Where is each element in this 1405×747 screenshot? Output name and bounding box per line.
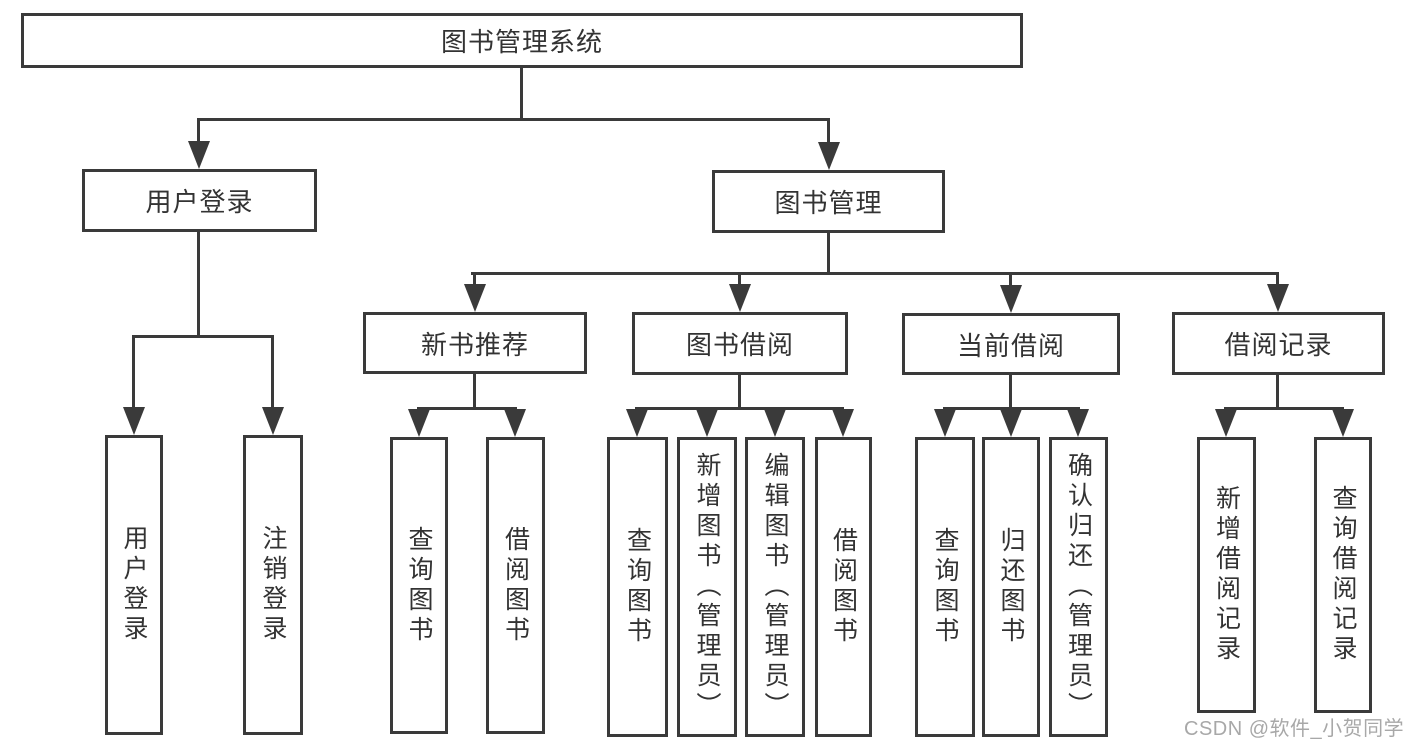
connector-line (738, 272, 741, 284)
arrow-down-icon (464, 284, 486, 312)
arrow-down-icon (626, 409, 648, 437)
leaf-search-book-current: 查询图书 (915, 437, 975, 737)
arrow-down-icon (262, 407, 284, 435)
connector-line (473, 272, 476, 284)
arrow-down-icon (764, 409, 786, 437)
branch-user-login: 用户登录 (82, 169, 317, 232)
connector-line (1276, 272, 1279, 284)
group-stem-line (1009, 375, 1012, 407)
arrow-down-icon (123, 407, 145, 435)
root-stem-line (520, 68, 523, 118)
leaf-search-book-recommend: 查询图书 (390, 437, 448, 734)
connector-line (827, 118, 830, 142)
group-stem-line (473, 374, 476, 407)
arrow-down-icon (408, 409, 430, 437)
watermark: CSDN @软件_小贺同学 (1184, 718, 1405, 740)
leaf-return-book: 归还图书 (982, 437, 1040, 737)
arrow-down-icon (1067, 409, 1089, 437)
arrow-down-icon (1215, 409, 1237, 437)
group-stem-line (1276, 375, 1279, 407)
group-stem-line (738, 375, 741, 407)
book-mgmt-stem-line (827, 233, 830, 272)
level2-rail-line (471, 272, 1279, 275)
connector-line (197, 118, 200, 141)
group-borrowing-records: 借阅记录 (1172, 312, 1385, 375)
group-rail-line (417, 407, 517, 410)
leaf-edit-book-admin: 编辑图书（管理员） (745, 437, 805, 737)
leaf-search-book-borrowing: 查询图书 (607, 437, 668, 737)
group-book-borrowing: 图书借阅 (632, 312, 848, 375)
group-rail-line (1224, 407, 1344, 410)
arrow-down-icon (504, 409, 526, 437)
connector-line (271, 335, 274, 407)
group-current-borrowing: 当前借阅 (902, 313, 1120, 375)
arrow-down-icon (832, 409, 854, 437)
leaf-borrow-book: 借阅图书 (815, 437, 872, 737)
arrow-down-icon (1332, 409, 1354, 437)
branch-book-management: 图书管理 (712, 170, 945, 233)
connector-line (132, 335, 135, 407)
leaf-confirm-return-admin: 确认归还（管理员） (1049, 437, 1108, 737)
arrow-down-icon (729, 284, 751, 312)
arrow-down-icon (1267, 284, 1289, 312)
group-rail-line (635, 407, 844, 410)
leaf-borrow-book-recommend: 借阅图书 (486, 437, 545, 734)
user-login-stem-line (197, 232, 200, 335)
leaf-search-borrow-record: 查询借阅记录 (1314, 437, 1372, 713)
user-login-rail-line (132, 335, 274, 338)
connector-line (1009, 272, 1012, 285)
leaf-logout-login: 注销登录 (243, 435, 303, 735)
arrow-down-icon (818, 142, 840, 170)
arrow-down-icon (934, 409, 956, 437)
leaf-add-book-admin: 新增图书（管理员） (677, 437, 737, 737)
arrow-down-icon (1000, 285, 1022, 313)
arrow-down-icon (188, 141, 210, 169)
leaf-add-borrow-record: 新增借阅记录 (1197, 437, 1256, 713)
arrow-down-icon (696, 409, 718, 437)
group-new-book-recommendation: 新书推荐 (363, 312, 587, 374)
arrow-down-icon (1000, 409, 1022, 437)
leaf-user-login: 用户登录 (105, 435, 163, 735)
root-node: 图书管理系统 (21, 13, 1023, 68)
level1-rail-line (197, 118, 830, 121)
